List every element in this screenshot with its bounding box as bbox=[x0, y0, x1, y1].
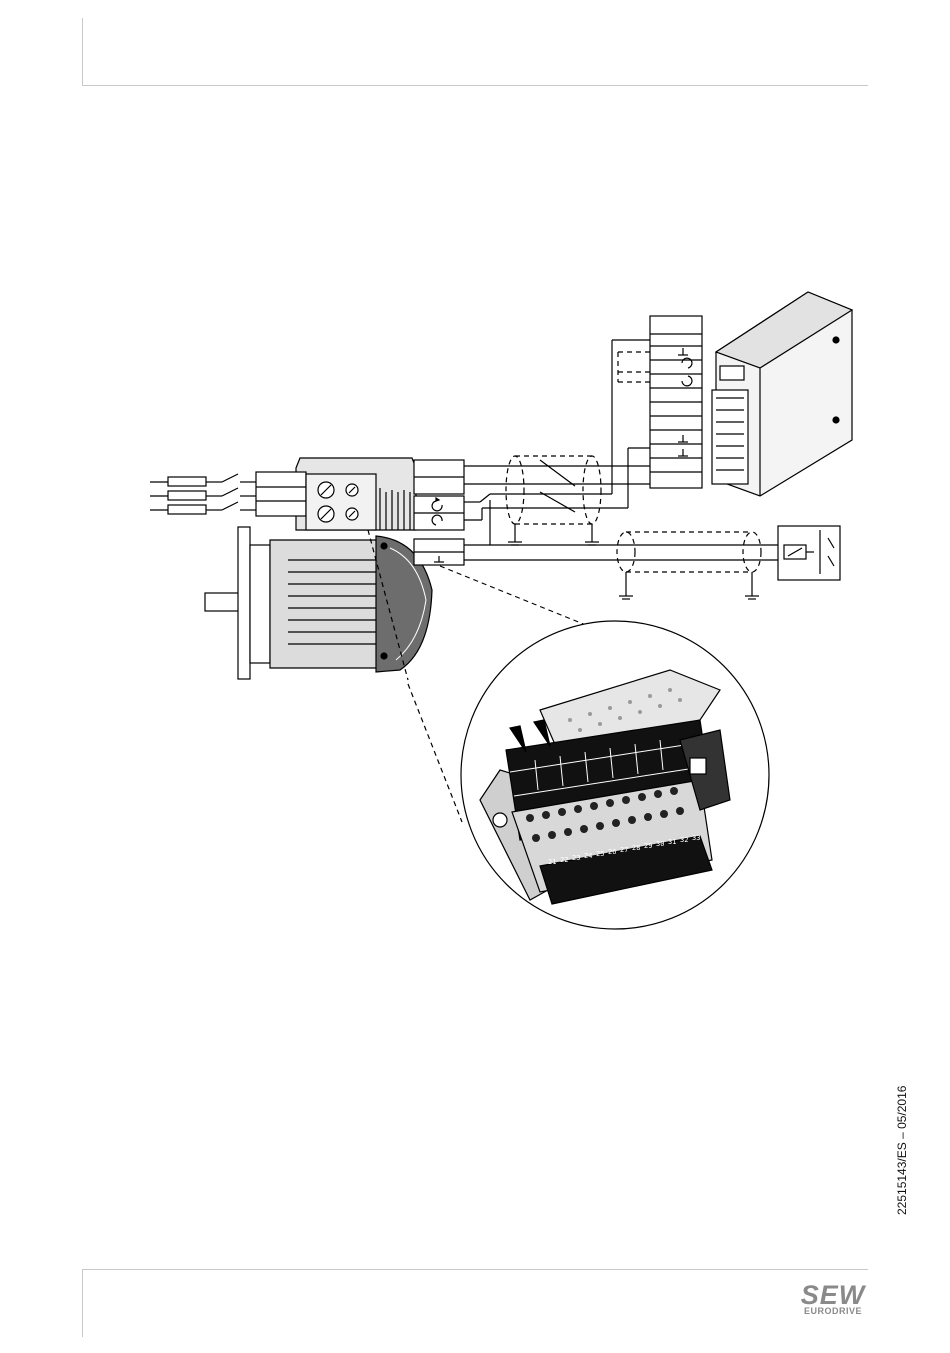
logo-subtitle: EURODRIVE bbox=[795, 1307, 871, 1316]
magnified-terminal-view bbox=[461, 621, 769, 929]
relay-box bbox=[778, 526, 840, 580]
terminal-number: 21 bbox=[548, 858, 556, 866]
terminal-number: 33 bbox=[692, 834, 700, 842]
terminal-number: 24 bbox=[584, 852, 592, 860]
inverter-terminal-blocks bbox=[414, 460, 464, 565]
sew-eurodrive-logo: SEW EURODRIVE bbox=[795, 1283, 871, 1316]
terminal-number: 22 bbox=[560, 856, 568, 864]
control-module bbox=[712, 292, 852, 496]
mains-fuses bbox=[150, 474, 256, 514]
logo-wordmark: SEW bbox=[795, 1283, 871, 1307]
terminal-number: 27 bbox=[620, 846, 628, 854]
terminal-number: 32 bbox=[680, 836, 688, 844]
terminal-number: 31 bbox=[668, 838, 676, 846]
terminal-number: 29 bbox=[644, 842, 652, 850]
inverter-housing bbox=[256, 458, 416, 530]
terminal-number: 30 bbox=[656, 840, 664, 848]
terminal-number: 26 bbox=[608, 848, 616, 856]
motor bbox=[205, 527, 432, 679]
control-terminal-strip bbox=[650, 316, 702, 488]
terminal-number: 28 bbox=[632, 844, 640, 852]
terminal-number: 25 bbox=[596, 850, 604, 858]
document-id: 22515143/ES – 05/2016 bbox=[895, 1086, 909, 1215]
terminal-number: 23 bbox=[572, 854, 580, 862]
